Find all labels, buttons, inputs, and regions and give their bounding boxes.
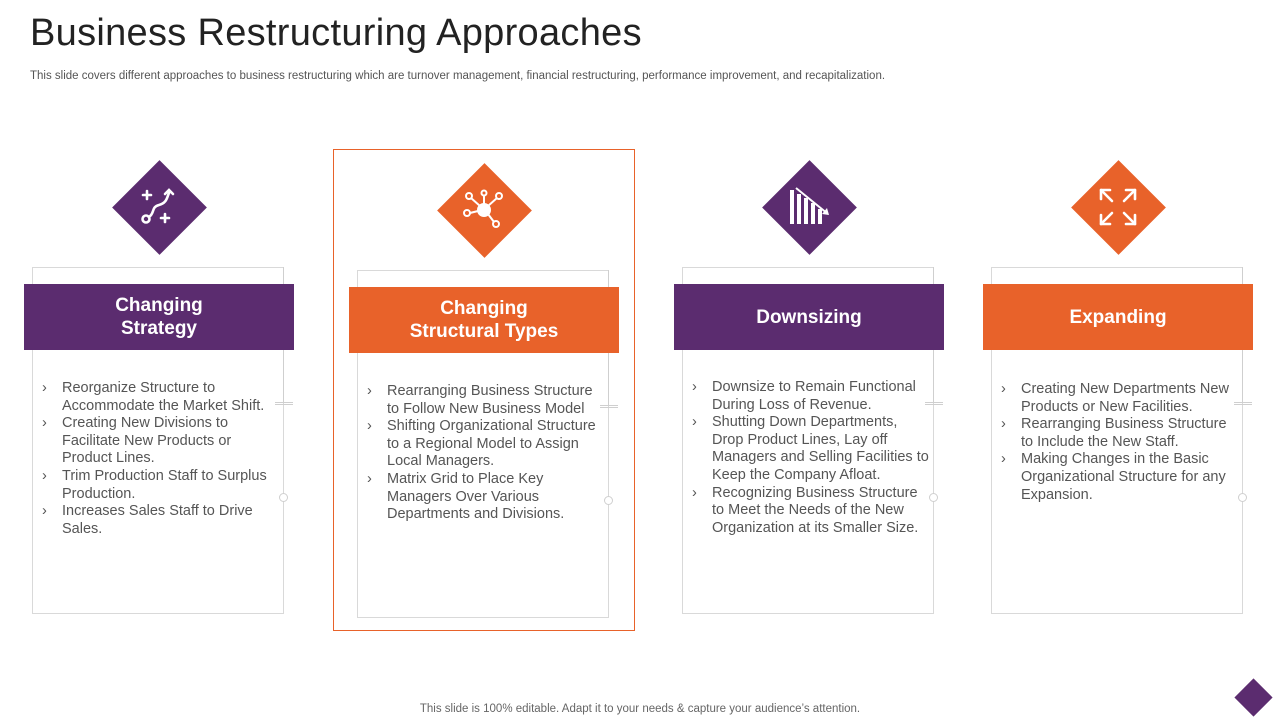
list-item: Reorganize Structure to Accommodate the … <box>42 380 282 415</box>
card-box <box>32 267 284 614</box>
strategy-path-icon <box>111 159 207 255</box>
card-heading-banner: Changing Structural Types <box>349 287 619 353</box>
card-heading: Changing Strategy <box>115 295 203 339</box>
card-heading-banner: Downsizing <box>674 284 944 350</box>
list-item: Shutting Down Departments, Drop Product … <box>692 414 932 484</box>
card-bullet-list: Creating New Departments New Products or… <box>1001 381 1241 504</box>
card-heading: Expanding <box>1069 306 1167 328</box>
network-nodes-icon <box>436 162 532 258</box>
card-box <box>991 267 1243 614</box>
card-bullet-list: Rearranging Business Structure to Follow… <box>367 383 607 524</box>
card-rail-cap <box>275 402 293 405</box>
list-item: Matrix Grid to Place Key Managers Over V… <box>367 471 607 524</box>
card-rail-cap <box>1234 402 1252 405</box>
highlight-frame <box>333 149 635 631</box>
list-item: Rearranging Business Structure to Includ… <box>1001 416 1241 451</box>
card-heading: Changing Structural Types <box>409 298 559 342</box>
card-bullet-list: Reorganize Structure to Accommodate the … <box>42 380 282 538</box>
list-item: Increases Sales Staff to Drive Sales. <box>42 503 282 538</box>
slide-subtitle: This slide covers different approaches t… <box>30 70 886 82</box>
list-item: Downsize to Remain Functional During Los… <box>692 379 932 414</box>
list-item: Creating New Departments New Products or… <box>1001 381 1241 416</box>
slide-title: Business Restructuring Approaches <box>30 12 642 54</box>
slide-footer: This slide is 100% editable. Adapt it to… <box>419 703 861 715</box>
list-item: Making Changes in the Basic Organization… <box>1001 451 1241 504</box>
card-box <box>682 267 934 614</box>
card-heading-banner: Expanding <box>983 284 1253 350</box>
card-heading: Downsizing <box>756 306 862 328</box>
expand-arrows-icon <box>1070 159 1166 255</box>
list-item: Shifting Organizational Structure to a R… <box>367 418 607 471</box>
card-heading-banner: Changing Strategy <box>24 284 294 350</box>
list-item: Trim Production Staff to Surplus Product… <box>42 468 282 503</box>
card-box <box>357 270 609 618</box>
declining-bar-chart-icon <box>761 159 857 255</box>
card-rail-cap <box>600 405 618 408</box>
list-item: Rearranging Business Structure to Follow… <box>367 383 607 418</box>
card-bullet-list: Downsize to Remain Functional During Los… <box>692 379 932 537</box>
list-item: Creating New Divisions to Facilitate New… <box>42 415 282 468</box>
list-item: Recognizing Business Structure to Meet t… <box>692 485 932 538</box>
card-rail-cap <box>925 402 943 405</box>
